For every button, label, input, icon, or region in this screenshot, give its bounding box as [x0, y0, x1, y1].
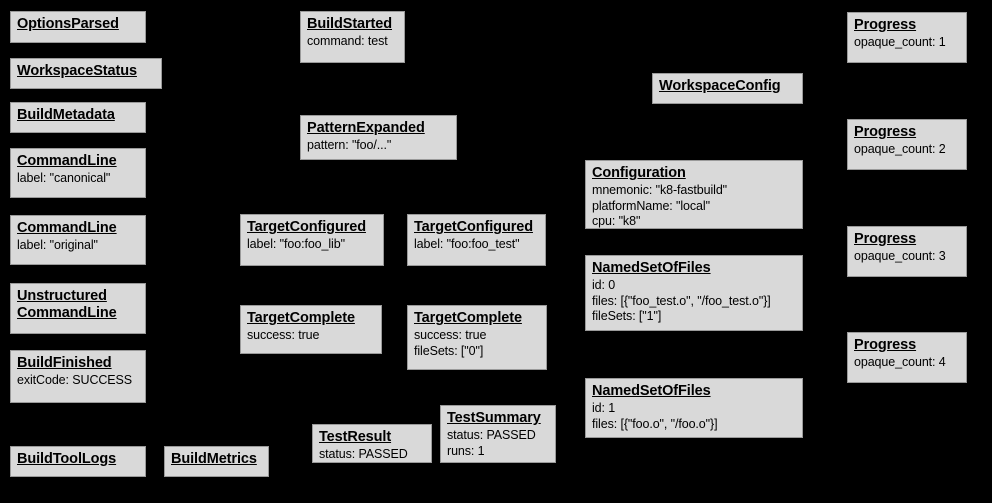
node-command-line-canonical[interactable]: CommandLine label: "canonical" — [10, 148, 146, 198]
node-title: TestSummary — [447, 410, 541, 426]
node-progress-3[interactable]: Progress opaque_count: 3 — [847, 226, 967, 277]
node-field: fileSets: ["0"] — [414, 343, 484, 358]
node-title: BuildMetadata — [17, 107, 115, 123]
node-field: label: "foo:foo_test" — [414, 237, 520, 251]
node-workspace-status[interactable]: WorkspaceStatus — [10, 58, 162, 89]
node-build-tool-logs[interactable]: BuildToolLogs — [10, 446, 146, 477]
node-title: WorkspaceStatus — [17, 63, 137, 79]
node-fields: success: true — [247, 328, 375, 344]
node-target-configured-foo-lib[interactable]: TargetConfigured label: "foo:foo_lib" — [240, 214, 384, 266]
node-title: Progress — [854, 231, 917, 247]
node-field: files: [{"foo.o", "/foo.o"}] — [592, 416, 718, 431]
node-field: success: true — [414, 328, 487, 342]
node-title: Unstructured CommandLine — [17, 288, 117, 321]
node-fields: exitCode: SUCCESS — [17, 373, 139, 389]
node-fields: command: test — [307, 34, 398, 50]
node-fields: mnemonic: "k8-fastbuild"platformName: "l… — [592, 183, 796, 230]
node-title: TargetConfigured — [414, 219, 533, 235]
node-title: BuildFinished — [17, 355, 112, 371]
node-title: CommandLine — [17, 220, 117, 236]
node-title: WorkspaceConfig — [659, 78, 781, 94]
node-pattern-expanded[interactable]: PatternExpanded pattern: "foo/..." — [300, 115, 457, 160]
node-command-line-original[interactable]: CommandLine label: "original" — [10, 215, 146, 265]
node-field: cpu: "k8" — [592, 214, 641, 228]
node-field: runs: 1 — [447, 443, 485, 458]
node-field: label: "canonical" — [17, 171, 111, 185]
node-title: NamedSetOfFiles — [592, 383, 711, 399]
node-field: command: test — [307, 34, 388, 48]
node-configuration[interactable]: Configuration mnemonic: "k8-fastbuild"pla… — [585, 160, 803, 229]
node-fields: label: "foo:foo_lib" — [247, 237, 377, 253]
node-field: success: true — [247, 328, 320, 342]
node-title: Configuration — [592, 165, 686, 181]
node-options-parsed[interactable]: OptionsParsed — [10, 11, 146, 43]
node-title: Progress — [854, 337, 917, 353]
node-field: id: 1 — [592, 401, 616, 415]
node-title: BuildToolLogs — [17, 451, 117, 467]
node-title: CommandLine — [17, 153, 117, 169]
node-fields: opaque_count: 3 — [854, 249, 960, 265]
node-progress-4[interactable]: Progress opaque_count: 4 — [847, 332, 967, 383]
node-title: PatternExpanded — [307, 120, 425, 136]
node-field: fileSets: ["1"] — [592, 309, 662, 323]
node-field: pattern: "foo/..." — [307, 138, 392, 152]
node-title: BuildStarted — [307, 16, 393, 32]
node-build-finished[interactable]: BuildFinished exitCode: SUCCESS — [10, 350, 146, 403]
node-build-metadata[interactable]: BuildMetadata — [10, 102, 146, 133]
node-title: TargetComplete — [414, 310, 522, 326]
node-fields: pattern: "foo/..." — [307, 138, 450, 154]
node-field: opaque_count: 3 — [854, 249, 946, 263]
node-field: opaque_count: 4 — [854, 355, 946, 369]
node-progress-2[interactable]: Progress opaque_count: 2 — [847, 119, 967, 170]
node-field: status: PASSED — [319, 447, 408, 461]
node-workspace-config[interactable]: WorkspaceConfig — [652, 73, 803, 104]
node-fields: opaque_count: 4 — [854, 355, 960, 371]
node-build-metrics[interactable]: BuildMetrics — [164, 446, 269, 477]
node-target-configured-foo-test[interactable]: TargetConfigured label: "foo:foo_test" — [407, 214, 546, 266]
node-field: id: 0 — [592, 278, 616, 292]
node-progress-1[interactable]: Progress opaque_count: 1 — [847, 12, 967, 63]
node-field: platformName: "local" — [592, 198, 710, 213]
node-build-started[interactable]: BuildStarted command: test — [300, 11, 405, 63]
node-fields: label: "canonical" — [17, 171, 139, 187]
node-title: TargetComplete — [247, 310, 355, 326]
node-field: status: PASSED — [447, 428, 536, 442]
node-fields: opaque_count: 1 — [854, 35, 960, 51]
node-fields: label: "foo:foo_test" — [414, 237, 539, 253]
node-field: opaque_count: 1 — [854, 35, 946, 49]
node-unstructured-command-line[interactable]: Unstructured CommandLine — [10, 283, 146, 334]
node-field: label: "foo:foo_lib" — [247, 237, 345, 251]
node-target-complete-lib[interactable]: TargetComplete success: true — [240, 305, 382, 354]
node-field: mnemonic: "k8-fastbuild" — [592, 183, 728, 197]
node-fields: status: PASSED — [319, 447, 425, 463]
node-field: files: [{"foo_test.o", "/foo_test.o"}] — [592, 293, 771, 308]
node-title: Progress — [854, 17, 917, 33]
node-title: NamedSetOfFiles — [592, 260, 711, 276]
node-fields: opaque_count: 2 — [854, 142, 960, 158]
node-title: OptionsParsed — [17, 16, 119, 32]
node-title: BuildMetrics — [171, 451, 257, 467]
node-test-result[interactable]: TestResult status: PASSED — [312, 424, 432, 463]
node-field: label: "original" — [17, 238, 98, 252]
node-field: opaque_count: 2 — [854, 142, 946, 156]
node-title: TargetConfigured — [247, 219, 366, 235]
node-field: exitCode: SUCCESS — [17, 373, 133, 387]
node-fields: label: "original" — [17, 238, 139, 254]
node-title: TestResult — [319, 429, 392, 445]
node-title: Progress — [854, 124, 917, 140]
